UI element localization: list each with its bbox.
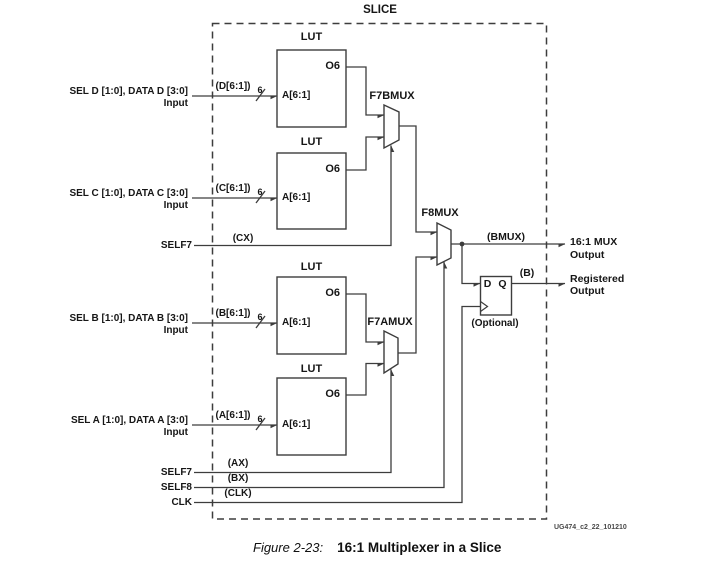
output-reg-line1: Registered	[570, 272, 625, 285]
clock-triangle-icon	[480, 301, 489, 312]
bus-slash-d	[255, 88, 266, 102]
lut-c-box	[276, 152, 347, 230]
ctrl-clk: CLK	[171, 496, 192, 508]
input-b-name: SEL B [1:0], DATA B [3:0]	[69, 313, 188, 324]
f7bmux-label: F7BMUX	[369, 90, 415, 102]
lut-a-title: LUT	[300, 362, 323, 375]
input-a-label: SEL A [1:0], DATA A [3:0] Input	[38, 415, 188, 439]
net-a61: (A[6:1])	[215, 409, 251, 421]
wire-lutc-o6	[346, 136, 384, 171]
lut-d-o6-pin: O6	[325, 59, 340, 72]
lut-c-a-pin: A[6:1]	[282, 191, 311, 203]
f8mux-label: F8MUX	[421, 207, 459, 219]
input-c-label: SEL C [1:0], DATA C [3:0] Input	[38, 188, 188, 212]
figure-title: 16:1 Multiplexer in a Slice	[337, 540, 502, 555]
ctrl-self7-cx: SELF7	[160, 239, 192, 251]
lut-d-title: LUT	[300, 31, 323, 43]
bus-slash-b	[255, 315, 266, 329]
lut-c-o6-pin: O6	[325, 162, 340, 175]
bus-width-d: 6	[257, 84, 263, 95]
input-b-label: SEL B [1:0], DATA B [3:0] Input	[38, 313, 188, 337]
ff-q-pin: Q	[498, 278, 507, 290]
f7bmux-shape	[383, 103, 400, 150]
watermark: UG474_c2_22_101210	[554, 524, 627, 531]
ff-d-pin: D	[483, 278, 492, 290]
net-d61: (D[6:1])	[215, 80, 251, 92]
wire-lutd-o6	[346, 66, 384, 115]
net-clk: (CLK)	[224, 488, 252, 499]
flipflop-box	[479, 275, 513, 316]
net-bx: (BX)	[227, 473, 249, 484]
net-b: (B)	[519, 266, 535, 279]
lut-b-title: LUT	[300, 261, 323, 273]
bus-slash-a	[255, 417, 266, 431]
input-a-sub: Input	[163, 427, 188, 438]
figure-number: Figure 2-23:	[253, 540, 324, 555]
ctrl-self8: SELF8	[160, 481, 192, 493]
net-cx: (CX)	[232, 232, 254, 244]
wire-d-branch	[461, 244, 480, 284]
bus-width-a: 6	[257, 413, 263, 424]
slice-label: SLICE	[363, 3, 397, 16]
lut-d-a-pin: A[6:1]	[282, 89, 311, 101]
input-d-name: SEL D [1:0], DATA D [3:0]	[69, 86, 188, 97]
output-reg-label: Registered Output	[570, 273, 660, 298]
output-mux-label: 16:1 MUX Output	[570, 236, 660, 261]
input-d-label: SEL D [1:0], DATA D [3:0] Input	[38, 86, 188, 110]
input-a-name: SEL A [1:0], DATA A [3:0]	[70, 415, 188, 426]
wire-cx-select	[194, 146, 391, 247]
output-reg-line2: Output	[570, 285, 605, 297]
ctrl-self7-ax: SELF7	[160, 466, 192, 478]
lut-a-box	[276, 377, 347, 456]
lut-b-a-pin: A[6:1]	[282, 316, 311, 328]
ff-optional-note: (Optional)	[471, 317, 519, 329]
net-b61: (B[6:1])	[215, 307, 251, 319]
wire-clk	[194, 305, 481, 504]
bus-width-b: 6	[257, 311, 263, 322]
net-ax: (AX)	[227, 457, 249, 469]
f7amux-label: F7AMUX	[367, 315, 413, 328]
wire-bx-select	[194, 262, 444, 489]
lut-a-a-pin: A[6:1]	[282, 418, 311, 430]
output-mux-line1: 16:1 MUX	[570, 236, 618, 248]
f8mux-shape	[436, 221, 452, 267]
net-c61: (C[6:1])	[215, 182, 251, 194]
wire-ax-select	[194, 370, 391, 474]
lut-b-o6-pin: O6	[325, 286, 340, 299]
lut-c-title: LUT	[300, 136, 323, 148]
output-mux-line2: Output	[570, 248, 605, 261]
lut-a-o6-pin: O6	[325, 387, 340, 400]
bus-width-c: 6	[257, 186, 263, 197]
input-b-sub: Input	[163, 325, 188, 336]
wire-f7bmux-out	[399, 125, 437, 232]
figure-caption: Figure 2-23: 16:1 Multiplexer in a Slice	[253, 539, 501, 557]
wire-lutb-o6	[346, 293, 384, 342]
net-bmux: (BMUX)	[487, 230, 525, 243]
lut-b-box	[276, 276, 347, 355]
bus-slash-c	[255, 190, 266, 204]
wire-f7amux-out	[398, 256, 437, 354]
lut-d-box	[276, 49, 347, 128]
input-c-name: SEL C [1:0], DATA C [3:0]	[69, 188, 188, 199]
input-d-sub: Input	[163, 98, 188, 109]
f7amux-shape	[383, 329, 399, 375]
slice-boundary	[211, 22, 548, 520]
input-c-sub: Input	[163, 200, 188, 211]
wire-luta-o6	[346, 362, 384, 396]
